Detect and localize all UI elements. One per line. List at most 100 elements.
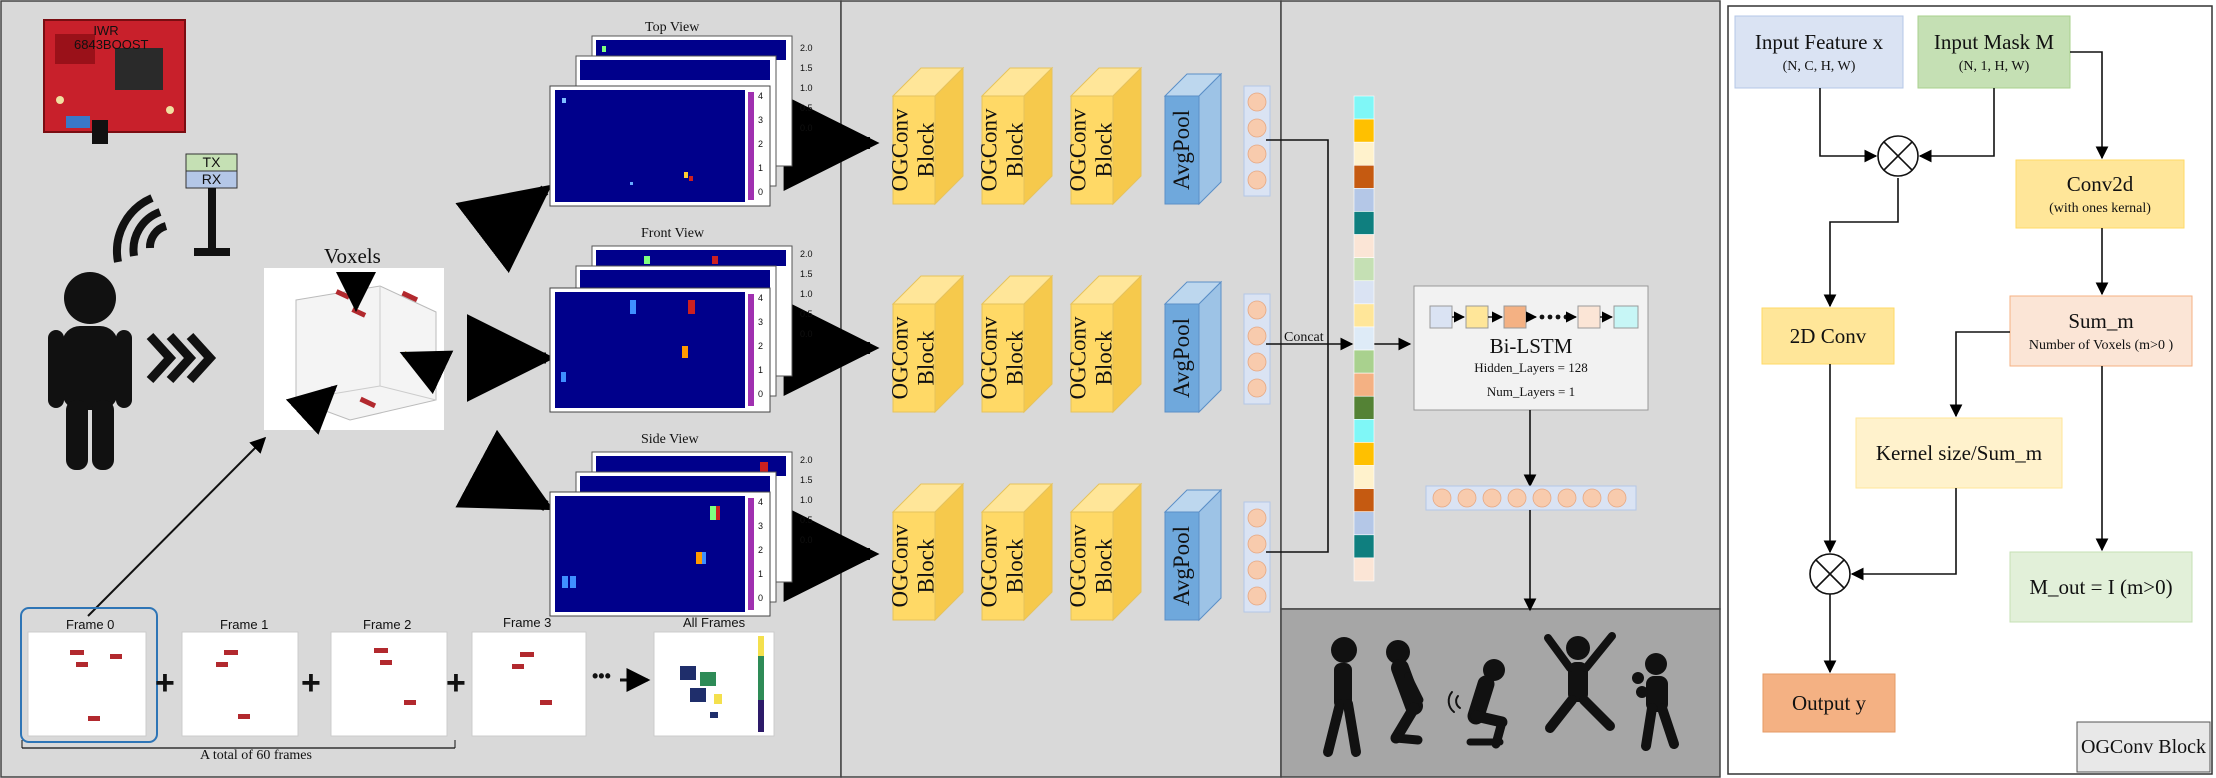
feature-node: [1247, 508, 1267, 528]
feature-cell: [1353, 234, 1375, 258]
frame-0-highlight: [20, 607, 158, 743]
feature-node: [1247, 534, 1267, 554]
ogconv-block-caption: OGConv Block: [2081, 736, 2206, 758]
ogconv-block: [1069, 482, 1143, 622]
radar-board-icon: [43, 19, 186, 144]
lstm-output-node: [1532, 488, 1552, 508]
lstm-output-vector: [1425, 485, 1637, 511]
feature-node: [1247, 326, 1267, 346]
multiply-icon: [1809, 553, 1851, 595]
lstm-output-node: [1482, 488, 1502, 508]
frame-0-label: Frame 0: [66, 617, 115, 632]
lstm-output-node: [1432, 488, 1452, 508]
boxing-person-icon: [1632, 653, 1679, 751]
ogconv-block: [891, 66, 965, 206]
feature-node: [1247, 586, 1267, 606]
feature-node: [1247, 352, 1267, 372]
avgpool-block: [1163, 72, 1223, 206]
ogconv-block-label: OGConv Block: [977, 108, 1028, 192]
kernel-size-box: Kernel size/Sum_m: [1875, 440, 2043, 465]
tx-label: TX: [202, 154, 221, 170]
lstm-output-node: [1607, 488, 1627, 508]
sitting-person-icon: [1447, 659, 1508, 749]
feature-cell: [1353, 395, 1375, 420]
plus-operator: +: [301, 664, 321, 702]
feature-node: [1247, 118, 1267, 138]
voxels-title: Voxels: [324, 244, 381, 268]
output-y-box: Output y: [1791, 690, 1867, 715]
feature-node: [1247, 170, 1267, 190]
ogconv-block-label: OGConv Block: [1066, 108, 1117, 192]
feature-cell: [1353, 349, 1375, 374]
bilstm-box: [1413, 285, 1649, 411]
frames-row: [20, 607, 775, 749]
feature-cell: [1353, 442, 1375, 466]
feature-node: [1247, 560, 1267, 580]
top-view-title: Top View: [645, 20, 700, 35]
frame-2-label: Frame 2: [363, 617, 412, 632]
feature-cell: [1353, 511, 1375, 536]
lstm-output-node: [1557, 488, 1577, 508]
ogconv-detail-panel: [1727, 5, 2213, 775]
cnn-blocks: [891, 66, 1223, 622]
feature-node: [1247, 144, 1267, 164]
ogconv-detail-boxes: [1734, 15, 2193, 733]
kneeling-person-icon: [1386, 640, 1424, 745]
feature-node: [1247, 378, 1267, 398]
avgpool-label: AvgPool: [1169, 317, 1194, 399]
concat-connectors: [1266, 139, 1412, 553]
feature-cell: [1353, 211, 1375, 235]
feature-cell: [1353, 95, 1375, 120]
lstm-output-node: [1457, 488, 1477, 508]
ogconv-block-label: OGConv Block: [888, 108, 939, 192]
ogconv-block: [1069, 66, 1143, 206]
ogconv-block-label: OGConv Block: [977, 524, 1028, 608]
antenna-icon: [185, 153, 238, 256]
jumping-person-icon: [1544, 632, 1616, 733]
side-view-title: Side View: [641, 432, 699, 447]
all-frames-label: All Frames: [683, 615, 746, 630]
feature-cell: [1353, 326, 1375, 351]
board-label: IWR 6843BOOST: [74, 23, 149, 52]
avgpool-block: [1163, 488, 1223, 622]
feature-cell: [1353, 372, 1375, 397]
feature-cell: [1353, 118, 1375, 143]
front-view-title: Front View: [641, 226, 705, 241]
ogconv-block: [891, 482, 965, 622]
caption-box: [2076, 721, 2211, 773]
total-frames-caption: A total of 60 frames: [200, 748, 312, 763]
lstm-output-node: [1582, 488, 1602, 508]
feature-cell: [1353, 557, 1375, 582]
multiply-icon: [1877, 135, 1919, 177]
feature-cell: [1353, 419, 1375, 443]
conv2d-ones-box: Conv2d (with ones kernal): [2049, 171, 2151, 216]
ogconv-block-label: OGConv Block: [888, 524, 939, 608]
avgpool-label: AvgPool: [1169, 109, 1194, 191]
pooled-feature-columns: [1243, 85, 1271, 613]
walking-person-icon: [1323, 637, 1361, 757]
side-view-stack: [549, 451, 793, 617]
input-feature-box: Input Feature x (N, C, H, W): [1754, 29, 1884, 74]
feature-cell: [1353, 141, 1375, 166]
pooled-column: [1243, 85, 1271, 197]
feature-cell: [1353, 257, 1375, 282]
feature-node: [1247, 92, 1267, 112]
ogconv-block-label: OGConv Block: [888, 316, 939, 400]
ogconv-block: [980, 482, 1054, 622]
ogconv-block-label: OGConv Block: [1066, 316, 1117, 400]
sum-m-box: Sum_m Number of Voxels (m>0 ): [2028, 308, 2174, 353]
concat-feature-vector: [1353, 95, 1375, 582]
bilstm-layers: Num_Layers = 1: [1486, 384, 1576, 399]
feature-node: [1247, 300, 1267, 320]
ogconv-block-label: OGConv Block: [1066, 524, 1117, 608]
m-out-box: M_out = I (m>0): [2029, 574, 2173, 599]
chevrons-icon: [146, 332, 217, 384]
voxels-plot: [264, 268, 454, 435]
